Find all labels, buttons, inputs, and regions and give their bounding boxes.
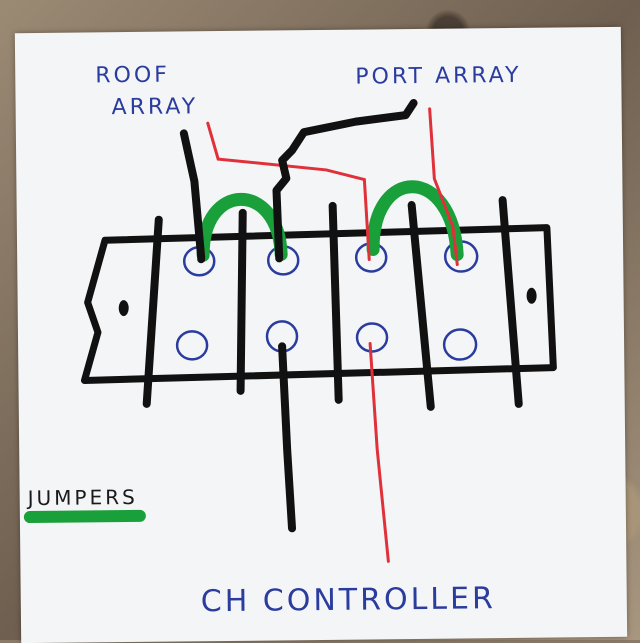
port-array-label: PORT ARRAY bbox=[355, 63, 521, 90]
divider-4 bbox=[407, 201, 435, 411]
paper-card: ROOF ARRAY PORT ARRAY JUMPERS CH CONTROL… bbox=[14, 26, 628, 643]
terminal-block-outline bbox=[80, 224, 557, 384]
divider-2 bbox=[236, 208, 247, 395]
roof-array-label-line2: ARRAY bbox=[111, 94, 198, 120]
red-wire-controller-positive bbox=[368, 341, 390, 563]
jumpers-label: JUMPERS bbox=[26, 485, 138, 510]
black-wires bbox=[179, 99, 418, 533]
terminal-connections bbox=[197, 254, 287, 351]
black-wire-controller-negative bbox=[278, 342, 297, 533]
divider-3 bbox=[328, 201, 343, 404]
mounting-hole-right bbox=[526, 287, 537, 304]
jumper-legend-swatch bbox=[23, 509, 146, 524]
black-wire-roof-negative bbox=[179, 129, 206, 262]
terminal-bottom-1 bbox=[175, 330, 209, 361]
roof-array-label-line1: ROOF bbox=[95, 63, 170, 89]
terminal-bottom-3 bbox=[355, 322, 389, 353]
red-wires bbox=[206, 107, 459, 563]
red-wire-port-positive bbox=[428, 107, 459, 267]
divider-5 bbox=[498, 196, 523, 408]
connection-top-1 bbox=[197, 255, 206, 264]
red-wire-roof-positive bbox=[206, 121, 371, 261]
connection-top-2 bbox=[275, 254, 284, 263]
mounting-hole-left bbox=[118, 300, 129, 317]
controller-label: CH CONTROLLER bbox=[201, 581, 496, 619]
black-wire-port-negative bbox=[272, 99, 418, 261]
divider-1 bbox=[142, 215, 163, 408]
wiring-diagram: ROOF ARRAY PORT ARRAY JUMPERS CH CONTROL… bbox=[23, 63, 557, 619]
terminal-dividers bbox=[142, 196, 523, 411]
bottom-terminals bbox=[175, 320, 478, 361]
connection-bottom-2 bbox=[278, 342, 287, 351]
terminal-bottom-4 bbox=[442, 328, 478, 361]
